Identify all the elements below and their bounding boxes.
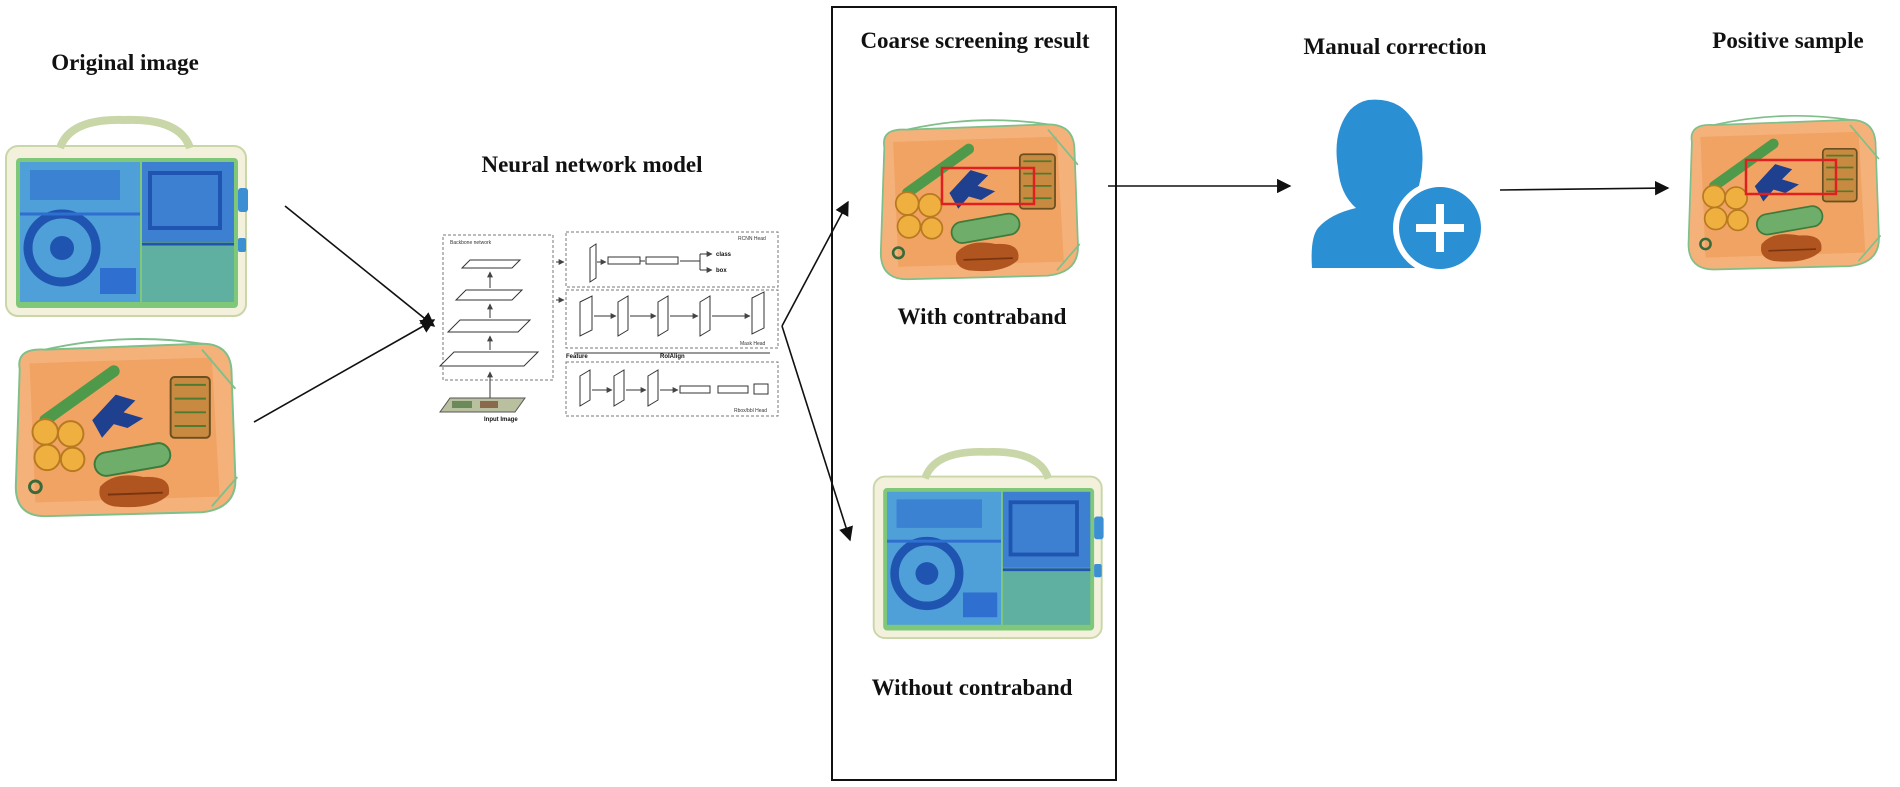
mask-head-label: Mask Head: [740, 341, 766, 347]
neural-network-model-label: Neural network model: [481, 152, 703, 177]
original-contraband-bag-image: [16, 339, 237, 516]
rbox-head-label: Rbox/bbl Head: [734, 408, 767, 414]
positive-detection-box: [1744, 158, 1838, 196]
without-contraband-label: Without contraband: [871, 675, 1073, 700]
manual-correction-label: Manual correction: [1303, 34, 1487, 59]
class-label: class: [716, 252, 732, 258]
box-label: box: [716, 268, 727, 274]
original-laptop-bag-image: [6, 120, 248, 316]
positive-sample-bag-image: [1689, 116, 1881, 270]
with-contraband-label: With contraband: [897, 304, 1067, 329]
network-schematic: Backbone network Input Image RCNN Head c…: [438, 231, 779, 423]
person-add-icon: [1311, 99, 1487, 275]
coarse-screening-result-label: Coarse screening result: [860, 28, 1090, 53]
backbone-label: Backbone network: [450, 240, 492, 246]
positive-sample-label: Positive sample: [1712, 28, 1864, 53]
result-detection-box: [940, 166, 1036, 206]
rcnn-head-label: RCNN Head: [738, 236, 766, 242]
original-image-label: Original image: [51, 50, 199, 75]
result-laptop-bag-image: [874, 452, 1104, 638]
coarse-screening-result-box: [831, 6, 1117, 781]
input-image-label: Input Image: [484, 417, 518, 423]
result-contraband-bag-image: [881, 120, 1080, 279]
feature-label: Feature: [566, 354, 588, 360]
roialign-label: RoIAlign: [660, 354, 685, 360]
